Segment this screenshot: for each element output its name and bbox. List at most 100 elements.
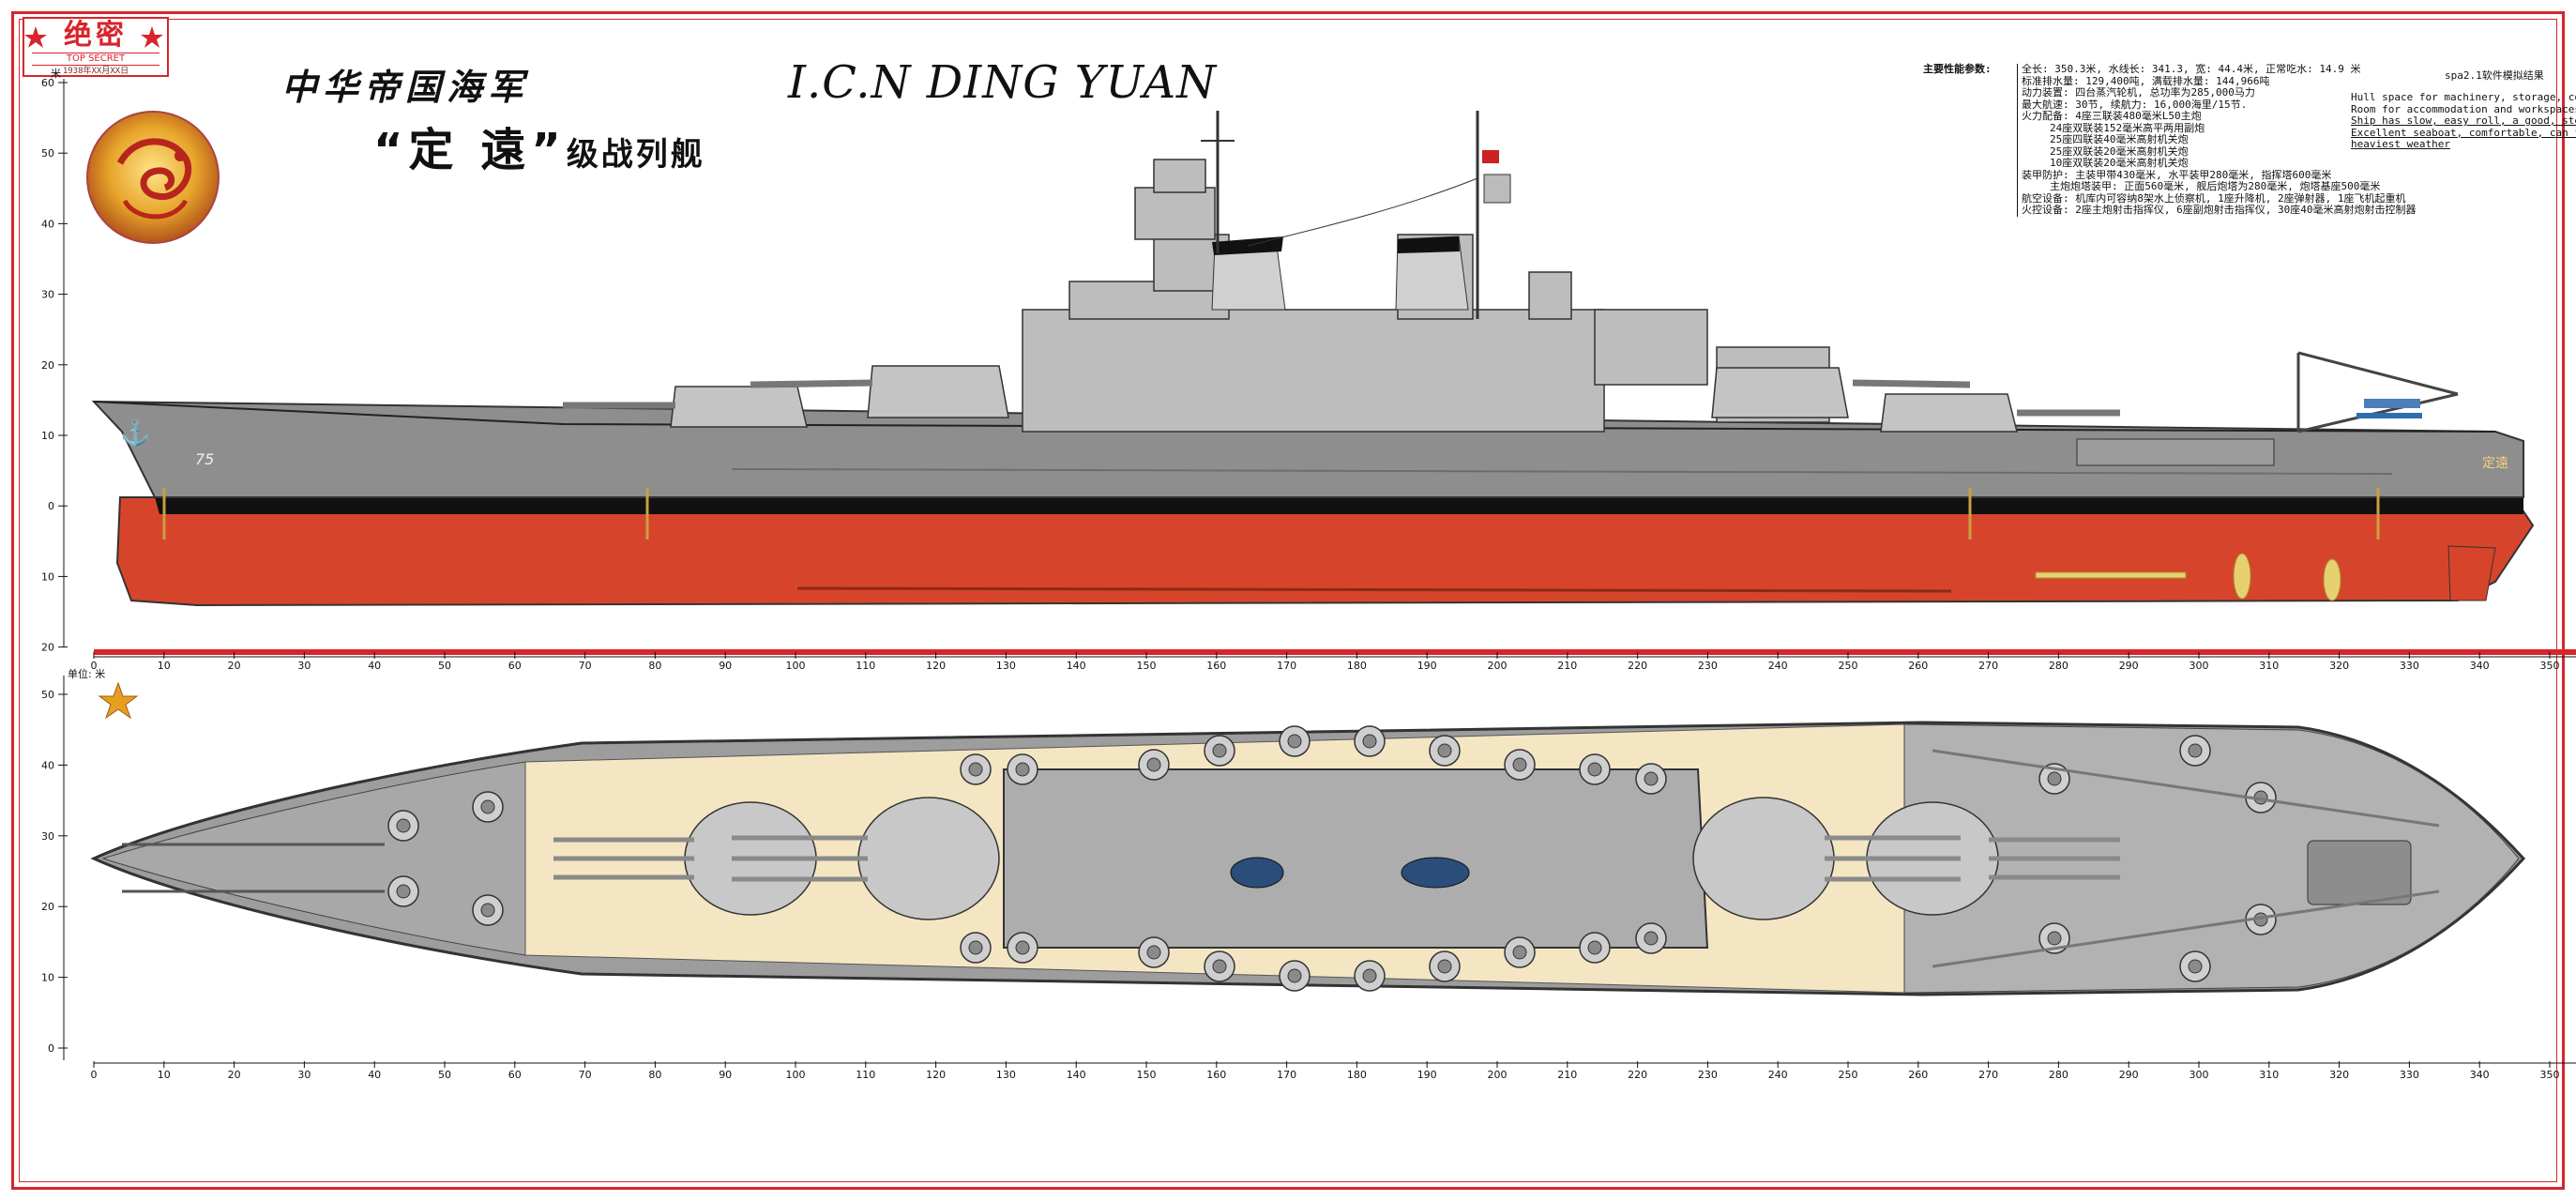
- aa-mount-center: [480, 799, 495, 814]
- y-tick-label: 10: [41, 972, 54, 984]
- x-tick-label: 290: [2119, 1069, 2139, 1081]
- ensign-flag: [1482, 150, 1499, 163]
- ship-english-title: I.C.N DING YUAN: [788, 56, 1218, 109]
- x-tick-label: 90: [719, 660, 732, 672]
- aa-mount-center: [1287, 968, 1302, 983]
- x-tick-label: 60: [508, 660, 522, 672]
- y-tick-label: 30: [41, 289, 54, 301]
- x-tick-label: 240: [1768, 1069, 1788, 1081]
- side-view-ship: ⚓ 75 定遠: [91, 111, 2535, 607]
- aa-mount-center: [396, 818, 411, 833]
- x-tick-label: 330: [2400, 1069, 2419, 1081]
- aircraft-crane: [2296, 351, 2459, 433]
- x-tick-label: 50: [438, 1069, 451, 1081]
- x-tick-label: 230: [1698, 1069, 1718, 1081]
- x-tick-label: 0: [91, 660, 98, 672]
- x-tick-label: 140: [1067, 660, 1086, 672]
- y-tick-label: 20: [41, 901, 54, 913]
- spec-line: 最大航速: 30节, 续航力: 16,000海里/15节.: [2022, 99, 2248, 111]
- x-tick-label: 300: [2190, 660, 2209, 672]
- x-tick-label: 250: [1839, 1069, 1858, 1081]
- y-tick-label: 10: [41, 570, 54, 583]
- aa-mount-center: [968, 940, 983, 955]
- class-suffix: 级战列舰: [566, 136, 705, 174]
- x-tick-label: 90: [719, 1069, 732, 1081]
- x-tick-label: 20: [228, 1069, 241, 1081]
- x-tick-label: 150: [1137, 1069, 1157, 1081]
- spec-line: 火力配备: 4座三联装480毫米L50主炮: [2022, 111, 2202, 122]
- star-icon: [98, 681, 139, 720]
- y-tick-label: 50: [41, 689, 54, 701]
- x-tick-label: 30: [297, 660, 311, 672]
- aa-mount-center: [1212, 959, 1227, 974]
- aa-mount-center: [396, 884, 411, 899]
- hull-number: 75: [195, 450, 214, 468]
- stern-ship-name: 定遠: [2482, 456, 2508, 471]
- x-tick-label: 250: [1839, 660, 1858, 672]
- stamp-stars: [24, 26, 163, 48]
- x-tick-label: 50: [438, 660, 451, 672]
- x-tick-label: 150: [1137, 660, 1157, 672]
- x-tick-label: 200: [1488, 1069, 1508, 1081]
- x-tick-label: 100: [786, 1069, 806, 1081]
- spec-line: 装甲防护: 主装甲带430毫米, 水平装甲280毫米, 指挥塔600毫米: [2022, 169, 2332, 181]
- aa-mount-center: [2188, 743, 2203, 758]
- aa-mount-center: [1644, 931, 1659, 946]
- spec-line: 25座四联装40毫米高射机关炮: [2050, 134, 2189, 145]
- stamp-date: 1938年XX月XX日: [62, 67, 129, 76]
- secondary-mounts: [387, 725, 2277, 992]
- x-tick-label: 140: [1067, 1069, 1086, 1081]
- note-line: Hull space for machinery, storage, compa: [2351, 92, 2576, 103]
- hangar-deck: [2076, 438, 2275, 466]
- spec-line: 火控设备: 2座主炮射击指挥仪, 6座副炮射击指挥仪, 30座40毫米高射炮射击…: [2022, 205, 2416, 216]
- plan-unit-label: 单位: 米: [68, 667, 105, 680]
- propellers: [2035, 553, 2341, 601]
- x-tick-label: 0: [91, 1069, 98, 1081]
- aa-mount-center: [968, 762, 983, 777]
- x-tick-label: 220: [1628, 1069, 1647, 1081]
- x-tick-label: 160: [1206, 1069, 1226, 1081]
- aa-mount-center: [1644, 771, 1659, 786]
- x-tick-label: 280: [2049, 1069, 2068, 1081]
- note-line: Excellent seaboat, comfortable, can fire: [2351, 126, 2576, 139]
- aa-mount-center: [1512, 757, 1527, 772]
- x-tick-label: 110: [856, 660, 875, 672]
- x-tick-label: 210: [1557, 660, 1577, 672]
- funnel-tops-plan: [1230, 857, 1470, 889]
- x-tick-label: 330: [2400, 660, 2419, 672]
- central-citadel: [1003, 768, 1709, 949]
- star-icon: [141, 26, 163, 48]
- spec-header: 主要性能参数:: [1923, 63, 1992, 75]
- class-title: “定 遠”级战列舰: [373, 113, 705, 178]
- anchor-chains: [122, 843, 385, 893]
- x-tick-label: 190: [1417, 660, 1437, 672]
- aa-mount-center: [1362, 968, 1377, 983]
- plan-view-ship: [90, 721, 2526, 996]
- x-tick-label: 280: [2049, 660, 2068, 672]
- x-tick-label: 220: [1628, 660, 1647, 672]
- seakeeping-notes: Hull space for machinery, storage, compa…: [2351, 92, 2576, 151]
- x-tick-label: 320: [2329, 660, 2349, 672]
- x-tick-label: 80: [648, 660, 661, 672]
- x-tick-label: 180: [1347, 660, 1367, 672]
- x-tick-label: 170: [1277, 1069, 1296, 1081]
- x-tick-label: 260: [1908, 660, 1928, 672]
- y-tick-label: 20: [41, 359, 54, 372]
- x-tick-label: 10: [158, 1069, 171, 1081]
- secret-cn-label: 绝密: [64, 19, 128, 52]
- x-tick-label: 60: [508, 1069, 522, 1081]
- aa-mount-center: [1587, 762, 1602, 777]
- spec-line: 航空设备: 机库内可容纳8架水上侦察机, 1座升降机, 2座弹射器, 1座飞机起…: [2022, 192, 2406, 205]
- software-label: spa2.1软件模拟结果: [2445, 69, 2544, 82]
- x-tick-label: 130: [996, 1069, 1016, 1081]
- bilge-keel: [796, 586, 1952, 593]
- aa-mount-center: [1437, 959, 1452, 974]
- hull-boot-topping: [155, 497, 2523, 514]
- drawing-inner-border: [19, 19, 2557, 1182]
- x-tick-label: 350: [2540, 660, 2560, 672]
- x-tick-label: 130: [996, 660, 1016, 672]
- x-tick-label: 200: [1488, 660, 1508, 672]
- aa-mount-center: [1015, 762, 1030, 777]
